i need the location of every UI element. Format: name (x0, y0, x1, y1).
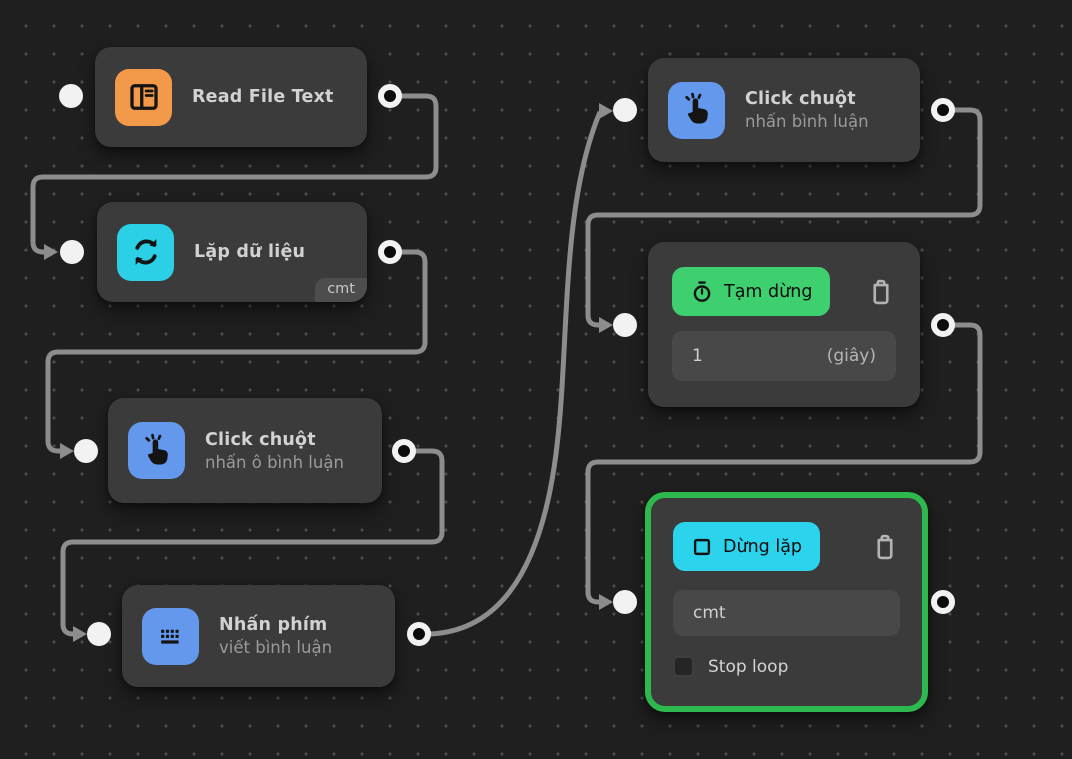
wire-pause-to-stoploop (585, 322, 983, 610)
node-title: Nhấn phím (219, 615, 328, 635)
pause-action-button[interactable]: Tạm dừng (672, 267, 831, 316)
keyboard-icon (142, 607, 199, 665)
pause-seconds-input[interactable]: 1 (giây) (672, 331, 896, 381)
output-port-click2[interactable] (931, 98, 955, 122)
node-note-badge: cmt (315, 278, 367, 302)
input-port-click1[interactable] (74, 439, 98, 463)
output-port-read-file[interactable] (378, 84, 402, 108)
wire-presskey-to-click2 (418, 103, 613, 637)
output-port-click1[interactable] (392, 439, 416, 463)
node-subtitle: nhấn bình luận (745, 112, 869, 131)
stop-loop-action-button[interactable]: Dừng lặp (673, 522, 821, 571)
input-port-stop-loop[interactable] (613, 590, 637, 614)
node-title: Click chuột (745, 89, 856, 109)
pause-action-label: Tạm dừng (724, 281, 813, 302)
node-press-key[interactable]: Nhấn phím viết bình luận (122, 585, 395, 687)
stop-loop-checkbox-label: Stop loop (708, 656, 789, 677)
node-loop-data[interactable]: Lặp dữ liệu cmt (97, 202, 367, 302)
input-port-click2[interactable] (613, 98, 637, 122)
wire-loop-to-click1 (45, 249, 428, 459)
node-click-mouse-comment-box[interactable]: Click chuột nhấn ô bình luận (108, 398, 382, 503)
tap-click-icon (668, 81, 725, 139)
pause-seconds-value: 1 (692, 346, 703, 366)
stop-loop-checkbox[interactable] (673, 656, 694, 677)
node-subtitle: viết bình luận (219, 638, 333, 657)
delete-node-button[interactable] (870, 531, 900, 563)
stop-loop-name-input[interactable]: cmt (673, 590, 900, 636)
output-port-press-key[interactable] (407, 622, 431, 646)
delete-node-button[interactable] (866, 276, 896, 308)
stop-square-icon (691, 536, 713, 558)
input-port-pause[interactable] (613, 313, 637, 337)
stopwatch-icon (690, 280, 714, 304)
output-port-loop-data[interactable] (378, 240, 402, 264)
node-click-mouse-comment[interactable]: Click chuột nhấn bình luận (648, 58, 920, 162)
node-title: Read File Text (192, 87, 334, 107)
node-stop-loop[interactable]: Dừng lặp cmt Stop loop (645, 492, 928, 712)
node-pause[interactable]: Tạm dừng 1 (giây) (648, 242, 920, 407)
loop-refresh-icon (117, 223, 174, 281)
output-port-stop-loop[interactable] (931, 590, 955, 614)
stop-loop-input-value: cmt (693, 603, 726, 623)
wire-readfile-to-loop (30, 93, 439, 260)
node-title: Lặp dữ liệu (194, 242, 306, 262)
stop-loop-action-label: Dừng lặp (723, 536, 803, 557)
output-port-pause[interactable] (931, 313, 955, 337)
trash-icon (870, 534, 900, 566)
trash-icon (866, 279, 896, 311)
wire-click1-to-presskey (60, 448, 445, 642)
input-port-press-key[interactable] (87, 622, 111, 646)
node-title: Click chuột (205, 429, 316, 450)
pause-seconds-unit: (giây) (826, 346, 876, 366)
node-subtitle: nhấn ô bình luận (205, 452, 344, 472)
file-panel-icon (115, 68, 172, 126)
wire-click2-to-pause (585, 107, 983, 333)
input-port-read-file[interactable] (59, 84, 83, 108)
tap-click-icon (128, 422, 185, 479)
input-port-loop-data[interactable] (60, 240, 84, 264)
node-read-file-text[interactable]: Read File Text (95, 47, 367, 147)
